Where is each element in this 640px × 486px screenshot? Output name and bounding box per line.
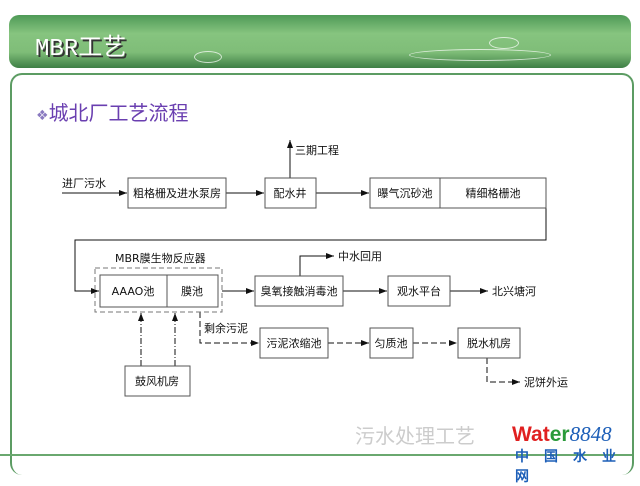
label-mbr: MBR膜生物反应器: [115, 251, 206, 265]
header-banner: MBR工艺: [9, 15, 631, 68]
mbr-reactor-group: [94, 267, 223, 313]
node-fine-screen: 精细格栅池: [466, 186, 521, 200]
label-river: 北兴塘河: [492, 284, 536, 298]
content-panel: [10, 73, 634, 475]
label-reuse: 中水回用: [338, 250, 382, 263]
node-dewatering: 脱水机房: [467, 336, 511, 350]
bubble-decoration: [194, 51, 222, 63]
divider: [0, 454, 632, 456]
flow-arrow: [74, 193, 547, 294]
node-blower: 鼓风机房: [135, 374, 179, 388]
node-platform: 观水平台: [397, 284, 441, 298]
node-box: [387, 275, 451, 307]
sludge-arrow: [486, 358, 520, 385]
node-box: [124, 365, 191, 397]
label-cake: 泥饼外运: [524, 375, 568, 389]
node-distribution-well: 配水井: [274, 186, 307, 200]
node-coarse-screen: 粗格栅及进水泵房: [133, 186, 221, 200]
sludge-arrow: [199, 312, 259, 346]
flow-arrow: [299, 253, 334, 276]
node-membrane-tank: 膜池: [181, 285, 203, 298]
node-homogenizer: 匀质池: [375, 337, 408, 350]
slide-title: MBR工艺: [35, 36, 127, 63]
node-box: [457, 327, 521, 359]
node-box: [254, 275, 344, 307]
node-box: [99, 274, 219, 308]
node-box: [369, 327, 414, 359]
section-heading: ❖城北厂工艺流程: [36, 97, 189, 126]
node-box: [264, 177, 317, 209]
node-box: [127, 177, 227, 209]
node-thickener: 污泥浓缩池: [267, 337, 322, 350]
node-grit-chamber: 曝气沉砂池: [378, 186, 433, 200]
bubble-decoration: [489, 37, 519, 49]
label-inlet: 进厂污水: [62, 177, 106, 190]
label-excess-sludge: 剩余污泥: [204, 321, 248, 335]
watermark-text: 污水处理工艺: [355, 424, 475, 448]
node-ozone: 臭氧接触消毒池: [261, 284, 338, 298]
logo-subtitle: 中国水业网: [515, 449, 631, 485]
node-aaao: AAAO池: [112, 285, 155, 298]
bubble-decoration: [409, 49, 551, 61]
label-phase3: 三期工程: [295, 144, 339, 157]
section-heading-text: 城北厂工艺流程: [48, 101, 189, 125]
process-flow-diagram: 进厂污水 粗格栅及进水泵房 配水井 三期工程 曝气沉砂池 精细格栅池 MBR膜生…: [62, 140, 568, 397]
bullet-icon: ❖: [36, 108, 49, 124]
logo: Water8848: [512, 422, 612, 446]
node-box: [369, 177, 547, 209]
node-box: [259, 327, 329, 359]
